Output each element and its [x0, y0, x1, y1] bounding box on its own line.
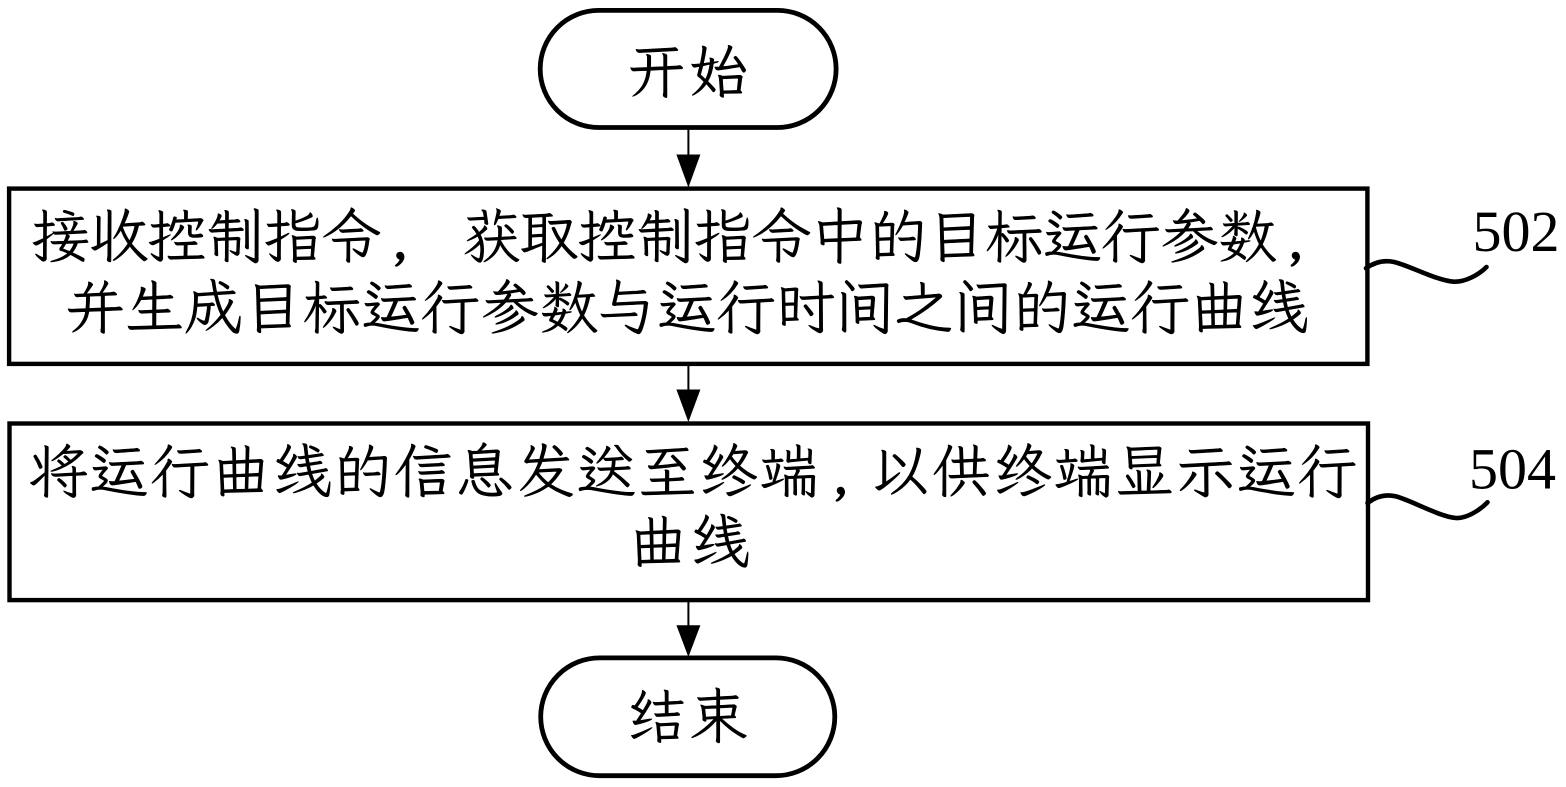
svg-text:504: 504 [1469, 437, 1556, 502]
svg-text:502: 502 [1473, 199, 1560, 264]
